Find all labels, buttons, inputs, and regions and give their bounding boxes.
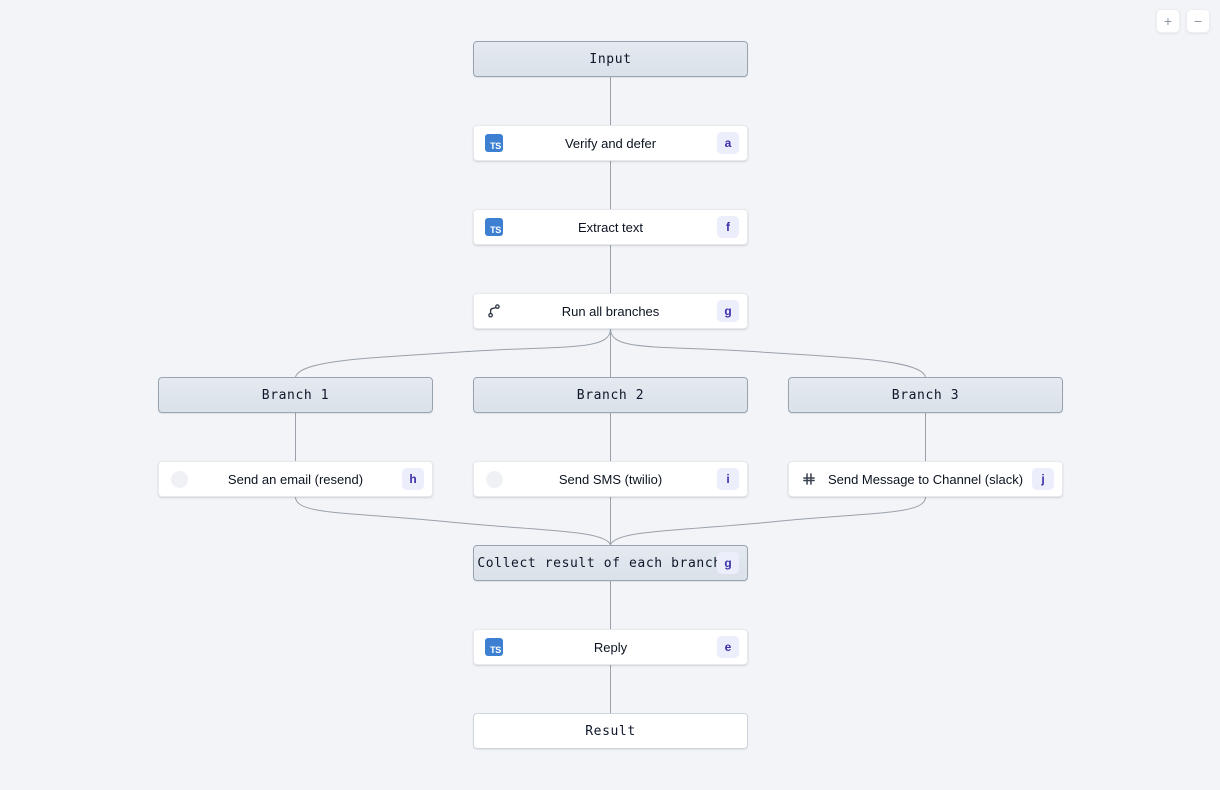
node-verify-and-defer[interactable]: TS Verify and defer a — [473, 125, 748, 161]
typescript-icon: TS — [484, 637, 504, 657]
typescript-icon: TS — [484, 217, 504, 237]
slack-icon — [799, 469, 819, 489]
node-branch-2-label: Branch 2 — [576, 387, 645, 403]
node-extract-text-badge[interactable]: f — [717, 216, 739, 238]
node-branch-3-label: Branch 3 — [891, 387, 960, 403]
node-run-all-branches-label: Run all branches — [561, 303, 660, 319]
node-send-sms[interactable]: Send SMS (twilio) i — [473, 461, 748, 497]
node-send-an-email-label: Send an email (resend) — [227, 471, 364, 487]
plus-icon: + — [1163, 13, 1173, 29]
node-branch-3[interactable]: Branch 3 — [788, 377, 1063, 413]
node-extract-text[interactable]: TS Extract text f — [473, 209, 748, 245]
node-reply[interactable]: TS Reply e — [473, 629, 748, 665]
node-branch-1[interactable]: Branch 1 — [158, 377, 433, 413]
node-input-label: Input — [589, 51, 632, 67]
zoom-in-button[interactable]: + — [1156, 9, 1180, 33]
node-input[interactable]: Input — [473, 41, 748, 77]
typescript-icon: TS — [484, 133, 504, 153]
node-verify-and-defer-badge[interactable]: a — [717, 132, 739, 154]
minus-icon: − — [1193, 13, 1203, 29]
circle-placeholder-icon — [484, 469, 504, 489]
node-result-label: Result — [585, 723, 636, 739]
node-reply-label: Reply — [593, 639, 628, 655]
node-send-sms-label: Send SMS (twilio) — [558, 471, 663, 487]
node-send-an-email[interactable]: Send an email (resend) h — [158, 461, 433, 497]
node-result[interactable]: Result — [473, 713, 748, 749]
node-extract-text-label: Extract text — [577, 219, 644, 235]
node-collect-result[interactable]: Collect result of each branch g — [473, 545, 748, 581]
zoom-out-button[interactable]: − — [1186, 9, 1210, 33]
edge-slack-collect — [610, 496, 926, 546]
edge-runall-branch3 — [610, 328, 926, 378]
node-collect-result-badge[interactable]: g — [717, 552, 739, 574]
node-send-an-email-badge[interactable]: h — [402, 468, 424, 490]
edge-runall-branch1 — [295, 328, 611, 378]
node-run-all-branches-badge[interactable]: g — [717, 300, 739, 322]
node-send-message-to-channel[interactable]: Send Message to Channel (slack) j — [788, 461, 1063, 497]
node-run-all-branches[interactable]: Run all branches g — [473, 293, 748, 329]
node-collect-result-label: Collect result of each branch — [477, 555, 722, 571]
edge-email-collect — [295, 496, 611, 546]
branch-icon — [484, 301, 504, 321]
node-branch-1-label: Branch 1 — [261, 387, 330, 403]
node-send-sms-badge[interactable]: i — [717, 468, 739, 490]
node-send-message-to-channel-badge[interactable]: j — [1032, 468, 1054, 490]
node-branch-2[interactable]: Branch 2 — [473, 377, 748, 413]
node-send-message-to-channel-label: Send Message to Channel (slack) — [827, 471, 1024, 487]
node-reply-badge[interactable]: e — [717, 636, 739, 658]
circle-placeholder-icon — [169, 469, 189, 489]
node-verify-and-defer-label: Verify and defer — [564, 135, 657, 151]
zoom-controls: + − — [1156, 9, 1210, 33]
